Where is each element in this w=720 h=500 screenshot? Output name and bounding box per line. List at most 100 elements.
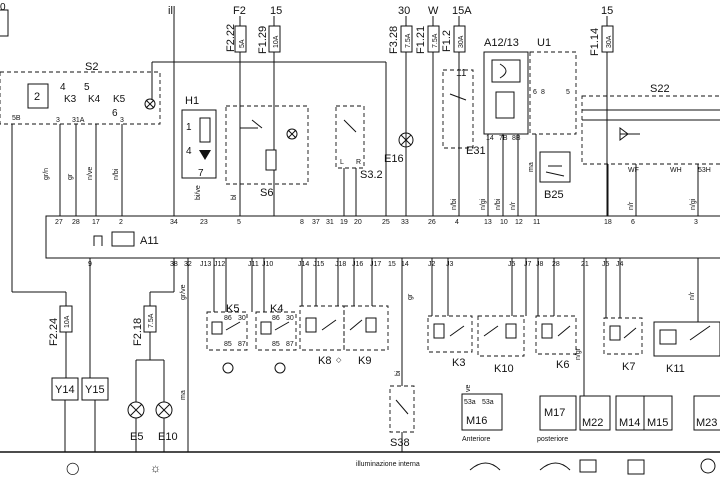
control-unit-a11: A11	[45, 215, 720, 259]
svg-text:53a: 53a	[482, 399, 494, 406]
svg-text:11: 11	[456, 68, 467, 79]
relay-k9: K9	[343, 305, 389, 367]
lamp-e16: E16	[384, 132, 414, 165]
svg-text:n/r: n/r	[510, 201, 517, 210]
s32-label: S3.2	[360, 169, 383, 181]
fuse-f218-group: 7.5A F2.18	[132, 305, 157, 346]
svg-text:n/gi: n/gi	[480, 198, 487, 210]
switch-s6: S6 bl	[225, 105, 309, 200]
a11-bottom-pins: 9 38 32 J13 J12 J11 J10 J14 J15 J18 J16 …	[88, 261, 624, 268]
switch-e31: 11 E31	[442, 68, 486, 157]
fuse-f328-amp: 7.5A	[405, 33, 412, 48]
svg-text:M23: M23	[696, 417, 717, 429]
svg-text:6: 6	[112, 108, 118, 119]
fuse-f222	[234, 25, 247, 53]
svg-text:gr/ve: gr/ve	[180, 284, 187, 300]
relay-k3: K3	[427, 315, 473, 369]
headlamp-icon	[274, 362, 286, 374]
svg-text:4: 4	[60, 82, 66, 93]
svg-text:gr/n: gr/n	[43, 168, 50, 180]
h1-label: H1	[185, 95, 199, 107]
lamp-e10: E10	[155, 401, 178, 443]
svg-text:gr: gr	[67, 173, 74, 180]
svg-text:6: 6	[533, 89, 537, 96]
svg-text:1: 1	[186, 122, 192, 133]
svg-text:WH: WH	[670, 167, 682, 174]
svg-text:26: 26	[428, 219, 436, 226]
relay-k5: K5 86 30 85 87	[206, 303, 248, 351]
fuse-f121	[427, 25, 440, 53]
rear-window-icon	[627, 459, 645, 475]
svg-text:28: 28	[72, 219, 80, 226]
svg-text:n/bi: n/bi	[113, 168, 120, 180]
svg-text:F2.18: F2.18	[132, 318, 144, 346]
svg-text:33: 33	[401, 219, 409, 226]
fuse-f129-name: F1.29	[257, 26, 269, 54]
svg-text:E10: E10	[158, 431, 178, 443]
svg-text:28: 28	[552, 261, 560, 268]
svg-text:7: 7	[198, 168, 204, 179]
svg-text:bi: bi	[395, 370, 402, 376]
svg-text:L: L	[340, 159, 344, 166]
svg-text:14: 14	[486, 135, 494, 142]
switch-s2: S2 2 4 5 K3 K4 K5 6 5B 3 31A 3	[0, 61, 161, 125]
s2-label: S2	[85, 61, 98, 73]
svg-text:5: 5	[84, 82, 90, 93]
svg-text:M15: M15	[647, 417, 668, 429]
svg-text:J10: J10	[262, 261, 273, 268]
svg-text:K8: K8	[318, 355, 331, 367]
svg-text:Y14: Y14	[55, 384, 75, 396]
fuse-f121-amp: 7.5A	[432, 33, 439, 48]
svg-text:17: 17	[92, 219, 100, 226]
fuse-left-edge	[0, 9, 9, 37]
warning-lamp-icon: ◇	[336, 357, 342, 364]
svg-text:n/bi: n/bi	[495, 198, 502, 210]
svg-text:n/bi: n/bi	[451, 198, 458, 210]
svg-text:7.5A: 7.5A	[148, 313, 155, 328]
fuse-f12-name: F1.2	[441, 30, 453, 52]
svg-text:10: 10	[500, 219, 508, 226]
relay-k8: K8	[299, 305, 345, 367]
svg-text:bi/ve: bi/ve	[195, 185, 202, 200]
a11-top-pins: 27 28 17 2 34 23 5 8 37 31 19 20 25 33 2…	[55, 219, 698, 226]
svg-text:23: 23	[200, 219, 208, 226]
svg-text:5: 5	[566, 89, 570, 96]
svg-text:n/r: n/r	[628, 201, 635, 210]
fuse-f121-name: F1.21	[415, 26, 427, 54]
svg-text:S38: S38	[390, 437, 410, 449]
relay-k10: K10	[477, 315, 525, 375]
svg-text:K11: K11	[666, 363, 685, 375]
svg-text:K6: K6	[556, 359, 569, 371]
svg-text:11: 11	[533, 219, 540, 226]
svg-text:27: 27	[55, 219, 63, 226]
sensor-b25: B25	[539, 151, 571, 201]
svg-text:ma: ma	[528, 162, 535, 172]
svg-text:5B: 5B	[12, 115, 21, 122]
svg-text:M16: M16	[466, 415, 487, 427]
svg-text:12: 12	[515, 219, 523, 226]
washer-icon	[579, 459, 597, 473]
motor-m14: M14	[615, 395, 645, 431]
mirror-icon	[700, 458, 716, 474]
b25-label: B25	[544, 189, 564, 201]
svg-text:8B: 8B	[512, 135, 521, 142]
svg-text:19: 19	[340, 219, 348, 226]
fuse-f328-name: F3.28	[388, 26, 400, 54]
svg-text:bl: bl	[231, 194, 238, 200]
svg-text:2: 2	[119, 219, 123, 226]
svg-text:M14: M14	[619, 417, 640, 429]
svg-text:F2.24: F2.24	[48, 318, 60, 346]
svg-text:J11: J11	[248, 261, 259, 268]
u1-label: U1	[537, 37, 551, 49]
horn-icon: ◯	[66, 461, 79, 475]
svg-text:n/gi: n/gi	[690, 198, 697, 210]
feed-ill-label: ill	[168, 5, 175, 17]
svg-text:M22: M22	[582, 417, 603, 429]
svg-text:21: 21	[581, 261, 589, 268]
fuse-f224-group: 10A F2.24	[48, 305, 73, 346]
svg-text:13: 13	[484, 219, 492, 226]
svg-text:34: 34	[170, 219, 178, 226]
svg-text:E5: E5	[130, 431, 143, 443]
svg-text:K4: K4	[270, 303, 283, 315]
fuse-f222-name: F2.22	[225, 24, 237, 52]
